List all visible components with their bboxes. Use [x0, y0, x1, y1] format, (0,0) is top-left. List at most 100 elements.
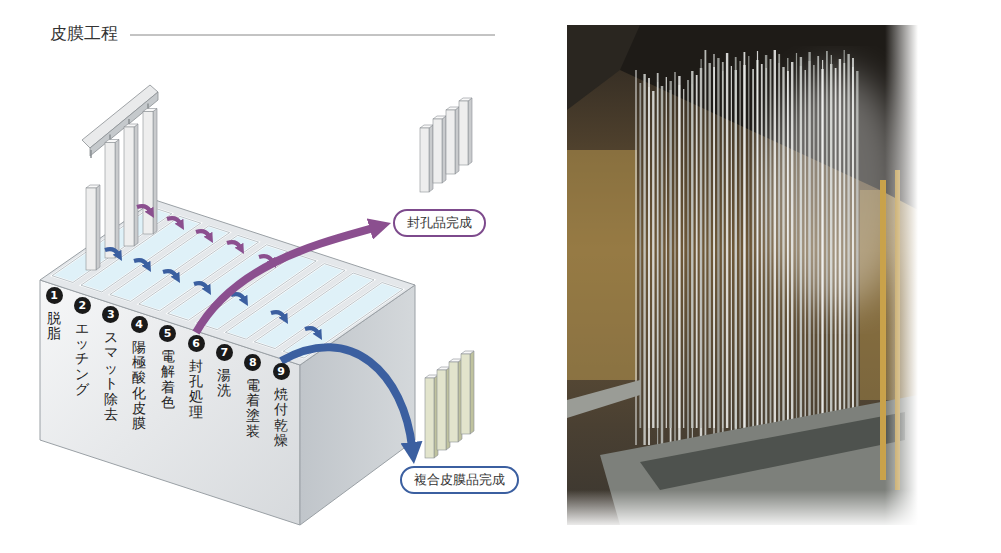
step-number: 2: [74, 297, 91, 314]
sealed-profile: [446, 107, 459, 110]
hanging-profile: [748, 56, 749, 445]
flow-chevron: [271, 312, 284, 317]
composite-profile: [425, 378, 434, 458]
hanging-profile: [713, 54, 714, 445]
step-name: 焼付乾燥: [274, 387, 288, 449]
hanging-profile: [657, 73, 659, 428]
hanging-profile: [696, 75, 698, 428]
step-name: エッチング: [75, 321, 89, 398]
sealed-profile: [459, 98, 472, 101]
hanging-profile: [639, 83, 641, 428]
rack-profile: [96, 185, 100, 270]
hanging-profile: [683, 89, 684, 428]
hanging-profile: [744, 52, 746, 445]
step-name: 電解着色: [161, 349, 175, 411]
sealed-profile: [429, 125, 433, 192]
rack-profile: [134, 124, 138, 246]
hanging-profile: [743, 65, 745, 428]
step-name: 脱脂: [47, 311, 61, 342]
rack-profile: [105, 140, 119, 143]
hanging-profile: [705, 50, 707, 445]
hanging-profile: [735, 70, 737, 445]
flow-chevron: [227, 242, 240, 247]
process-step: 7 湯洗: [214, 344, 234, 399]
step-name: 封孔処理: [189, 359, 203, 421]
flow-chevron: [163, 271, 176, 276]
hanging-profile: [661, 86, 663, 445]
hanging-profile: [670, 81, 672, 428]
process-step: 3スマット除去: [101, 306, 121, 422]
flow-chevron: [105, 249, 118, 254]
result-pill: 封孔品完成: [393, 209, 486, 237]
hanging-profile: [722, 62, 724, 445]
hanging-profile: [713, 67, 715, 428]
rack-hanger: [90, 150, 92, 158]
composite-profile: [449, 362, 458, 442]
flow-chevron: [231, 294, 244, 299]
hanging-profile: [766, 68, 767, 445]
step-number: 3: [102, 306, 119, 323]
composite-profile: [470, 351, 474, 434]
sealed-profile: [420, 125, 433, 128]
rack-profile: [153, 109, 157, 235]
sealed-profile: [446, 110, 455, 174]
result-label: 封孔品完成: [407, 215, 472, 230]
flow-chevron: [137, 206, 150, 211]
factory-photo: [567, 25, 918, 525]
rack-profile: [124, 127, 134, 246]
photo-fade: [567, 490, 918, 525]
composite-profile: [449, 359, 462, 362]
hanging-profile: [700, 59, 701, 428]
process-step: 4 陽極酸化皮膜: [129, 316, 149, 432]
rack-profile: [115, 140, 119, 259]
hanging-profile: [761, 64, 763, 445]
sealed-profile: [455, 107, 459, 174]
hanging-profile: [709, 63, 711, 428]
process-step: 8電着塗装: [243, 354, 263, 440]
result-label: 複合皮膜品完成: [414, 472, 505, 487]
photo-fade: [885, 25, 918, 525]
step-number: 4: [131, 316, 148, 333]
hanging-profile: [648, 78, 650, 445]
sealed-profile: [433, 116, 446, 119]
step-number: 8: [244, 354, 261, 371]
hanging-profile: [692, 84, 693, 445]
step-number: 5: [159, 325, 176, 342]
step-number: 7: [216, 344, 233, 361]
hanging-profile: [717, 58, 719, 445]
composite-profile: [437, 367, 450, 370]
process-step: 9焼付乾燥: [271, 363, 291, 449]
flow-chevron: [167, 218, 180, 223]
hanging-profile: [687, 80, 689, 445]
photo-rail: [567, 380, 640, 418]
flow-chevron: [194, 283, 207, 288]
rack-profile: [86, 188, 96, 270]
step-number: 1: [46, 287, 63, 304]
rack-profile: [86, 185, 100, 188]
photo-light: [567, 150, 637, 380]
flow-chevron: [134, 260, 147, 265]
sealed-profile: [433, 119, 442, 183]
rack-profiles: [82, 85, 158, 270]
hanging-profile: [739, 61, 740, 428]
photo-tank-inner: [640, 412, 905, 490]
step-name: 湯洗: [217, 368, 231, 399]
step-number: 6: [188, 335, 205, 352]
flow-arrow: [281, 347, 412, 448]
process-step: 2 エッチング: [72, 297, 92, 398]
finished-profiles: [420, 98, 474, 458]
hanging-profile: [757, 51, 758, 428]
rack-profile: [143, 109, 157, 112]
step-name: 陽極酸化皮膜: [132, 340, 146, 432]
hanging-profile: [674, 72, 675, 445]
hanging-profile: [678, 76, 680, 445]
photo-ground: [567, 25, 918, 525]
flow-arrow: [196, 227, 376, 332]
process-step: 6 封孔処理: [186, 335, 206, 421]
photo-beam: [567, 25, 640, 110]
composite-profile: [461, 354, 470, 434]
title-rule: [130, 35, 495, 36]
hanging-profile: [666, 77, 667, 428]
composite-profile: [425, 375, 438, 378]
